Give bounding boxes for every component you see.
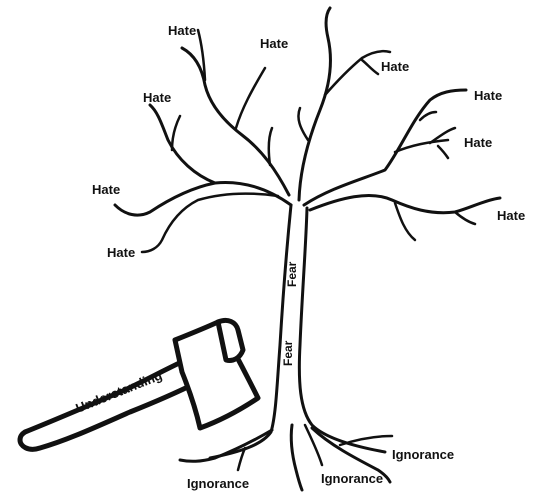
branch-label-hate-8: Hate bbox=[497, 208, 525, 223]
twig-center-left-a bbox=[196, 28, 207, 82]
branch-left-main bbox=[113, 180, 293, 217]
trunk-left-edge bbox=[208, 203, 293, 460]
axe-head bbox=[172, 319, 261, 431]
twig-right-lower-b bbox=[453, 210, 477, 226]
twig-left-upper bbox=[170, 114, 182, 152]
branch-right-lower bbox=[308, 193, 502, 215]
root-label-ignorance-2: Ignorance bbox=[321, 471, 383, 486]
twig-center-left-c bbox=[267, 126, 274, 167]
branch-right-main bbox=[302, 88, 468, 207]
branch-label-hate-2: Hate bbox=[260, 36, 288, 51]
branch-label-hate-5: Hate bbox=[474, 88, 502, 103]
twig-center-up-a bbox=[323, 50, 392, 97]
root-center-b bbox=[303, 423, 324, 467]
twig-center-up-c bbox=[297, 106, 310, 142]
trunk-label-fear-2: Fear bbox=[281, 340, 295, 366]
axe: Understanding bbox=[17, 317, 261, 452]
branch-left-main-b bbox=[140, 192, 280, 254]
branch-label-hate-6: Hate bbox=[464, 135, 492, 150]
branch-label-hate-7: Hate bbox=[92, 182, 120, 197]
branch-label-hate-9: Hate bbox=[107, 245, 135, 260]
branch-label-hate-3: Hate bbox=[381, 59, 409, 74]
twig-center-left-b bbox=[234, 66, 267, 130]
root-left-b bbox=[236, 446, 247, 472]
twig-right-a bbox=[393, 138, 450, 154]
root-right bbox=[310, 426, 392, 484]
root-label-ignorance-1: Ignorance bbox=[187, 476, 249, 491]
root-left bbox=[178, 428, 274, 463]
tree: Hate Hate Hate Hate Hate Hate Hate Hate … bbox=[92, 6, 525, 492]
twig-right-lower-a bbox=[393, 201, 417, 242]
trunk-right-edge bbox=[297, 206, 387, 454]
root-center bbox=[289, 423, 304, 492]
root-right-b bbox=[338, 434, 394, 447]
axe-poll bbox=[215, 317, 246, 363]
root-label-ignorance-3: Ignorance bbox=[392, 447, 454, 462]
branch-label-hate-4: Hate bbox=[143, 90, 171, 105]
trunk-label-fear-1: Fear bbox=[285, 261, 299, 287]
branch-label-hate-1: Hate bbox=[168, 23, 196, 38]
branch-center-up bbox=[297, 6, 332, 202]
axe-handle bbox=[17, 355, 201, 452]
twig-right-b bbox=[418, 110, 438, 122]
twig-center-up-b bbox=[360, 58, 380, 76]
branch-left-upper bbox=[148, 103, 217, 185]
twig-right-d bbox=[436, 144, 450, 160]
twig-right-c bbox=[428, 126, 457, 145]
